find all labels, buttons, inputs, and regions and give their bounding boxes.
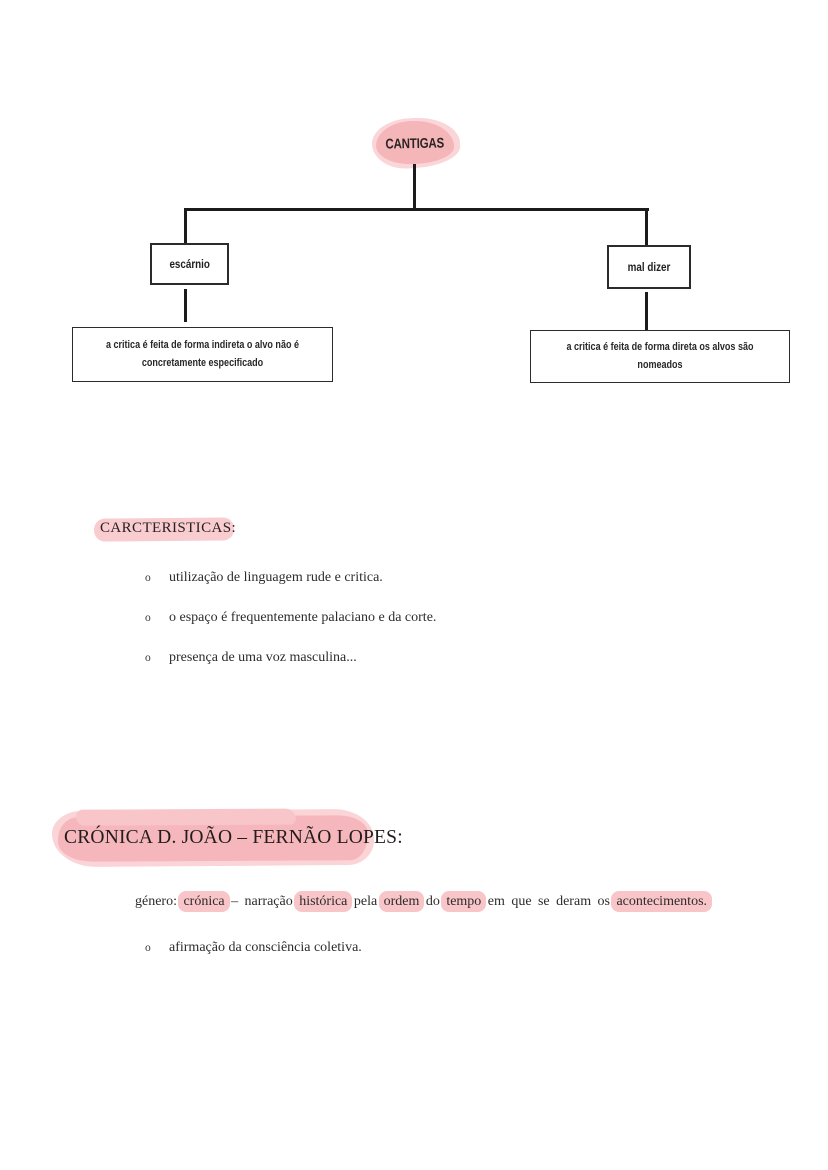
list-item: o utilização de linguagem rude e critica… [145,568,436,588]
genre-segment: histórica [294,891,353,912]
genre-segment: acontecimentos. [611,891,713,912]
genre-segment: do [425,894,447,909]
list-item-text: presença de uma voz masculina... [169,650,357,665]
description-escarnio: a critica é feita de forma indireta o al… [72,327,333,382]
genre-segment: ordem [378,891,425,912]
connector-root-vertical [413,164,416,210]
list-item-text: o espaço é frequentemente palaciano e da… [169,610,437,625]
description-mal-dizer: a critica é feita de forma direta os alv… [530,330,790,383]
bullet-marker: o [145,942,151,954]
genre-line: género: crónica – narração histórica pel… [135,891,713,913]
list-item-text: utilização de linguagem rude e critica. [169,570,383,585]
bullet-marker: o [145,572,151,584]
genre-segment: em que se deram os [487,894,617,909]
list-item: o presença de uma voz masculina... [145,648,436,668]
connector-left-upper [184,208,187,244]
connector-right-lower [645,292,648,330]
genre-segment: crónica [178,891,230,912]
genre-segment: – narração [231,894,300,909]
node-mal-dizer: mal dizer [607,245,691,289]
characteristics-list: o utilização de linguagem rude e critica… [145,568,436,668]
genre-segment: tempo [441,891,487,912]
description-mal-dizer-text: a critica é feita de forma direta os alv… [566,340,754,371]
genre-segment: género: [135,894,184,909]
bullet-marker: o [145,652,151,664]
connector-left-lower [184,289,187,322]
list-item: o o espaço é frequentemente palaciano e … [145,608,436,628]
bullet-marker: o [145,612,151,624]
node-mal-dizer-label: mal dizer [627,260,671,274]
node-escarnio: escárnio [150,243,229,285]
description-escarnio-text: a critica é feita de forma indireta o al… [105,338,299,369]
characteristics-heading: CARCTERISTICAS: [100,520,237,536]
cantigas-node-label: CANTIGAS [385,133,445,152]
genre-segment: pela [353,894,384,909]
cronica-heading: CRÓNICA D. JOÃO – FERNÃO LOPES: [64,827,403,848]
list-item: o afirmação da consciência coletiva. [145,938,362,958]
node-escarnio-label: escárnio [169,257,210,271]
connector-right-upper [645,208,648,246]
connector-horizontal [185,208,649,211]
cronica-list: o afirmação da consciência coletiva. [145,938,362,958]
list-item-text: afirmação da consciência coletiva. [169,940,362,955]
